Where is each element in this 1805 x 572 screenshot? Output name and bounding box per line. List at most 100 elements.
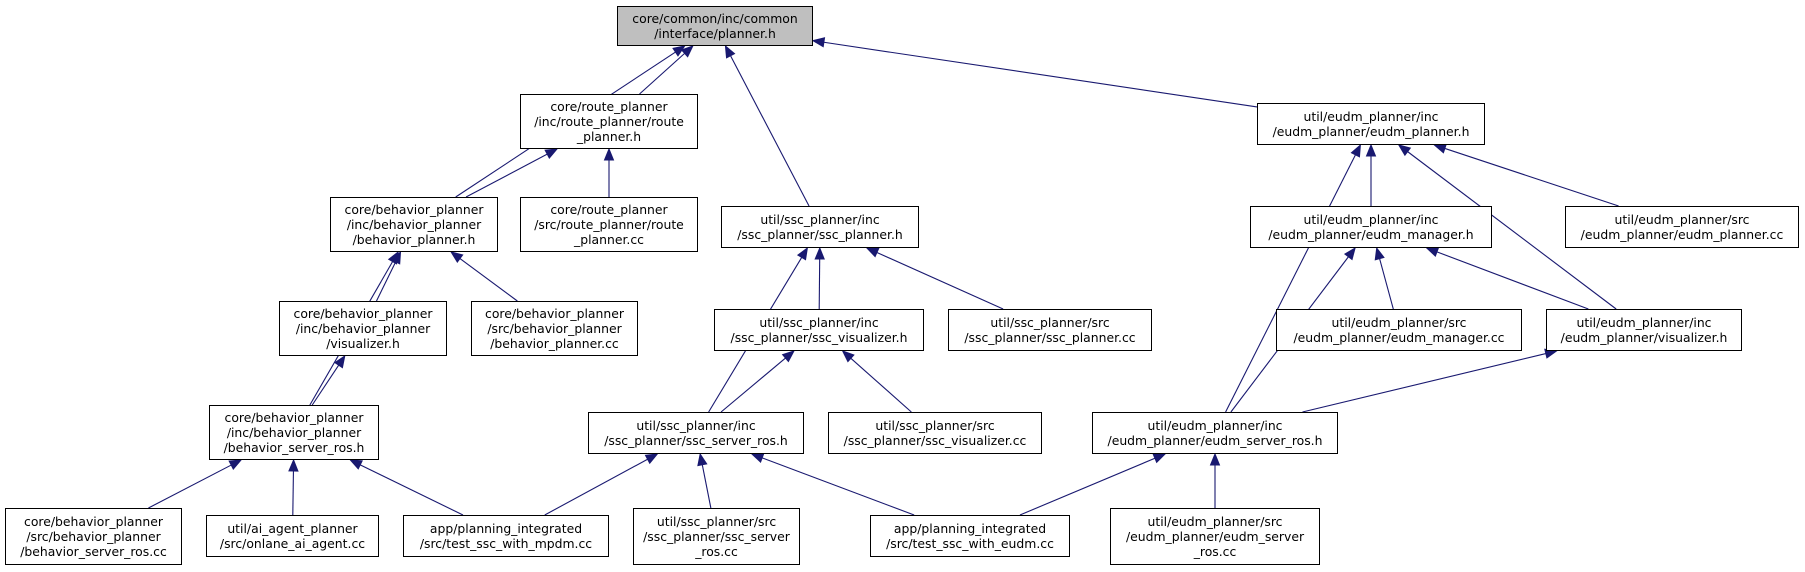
edge-test_ssc_with_eudm_cc-to-eudm_server_ros_h: [1019, 457, 1156, 516]
node-label-line: core/behavior_planner: [293, 306, 433, 321]
node-ssc-visualizer-cc[interactable]: util/ssc_planner/src/ssc_planner/ssc_vis…: [828, 412, 1042, 454]
node-label-line: /eudm_planner/eudm_server: [1125, 529, 1305, 544]
node-behavior-planner-h[interactable]: core/behavior_planner/inc/behavior_plann…: [330, 197, 498, 252]
arrowhead-icon: [1374, 246, 1385, 261]
node-label-line: util/ssc_planner/src: [656, 514, 777, 529]
node-label-line: core/behavior_planner: [224, 410, 364, 425]
node-label-line: /behavior_server_ros.h: [223, 440, 365, 455]
node-label-line: core/behavior_planner: [24, 514, 163, 529]
node-label-line: /inc/route_planner/route: [534, 114, 684, 129]
arrowhead-icon: [680, 45, 694, 58]
node-route-planner-cc[interactable]: core/route_planner/src/route_planner/rou…: [520, 197, 698, 252]
arrowhead-icon: [1209, 452, 1221, 466]
edge-behavior_server_ros_h-to-bp_visualizer_h: [311, 364, 340, 406]
node-label-line: core/behavior_planner: [344, 202, 484, 217]
node-label-line: /src/behavior_planner: [26, 529, 161, 544]
node-label-line: util/ssc_planner/inc: [760, 212, 880, 227]
node-eudm-manager-cc[interactable]: util/eudm_planner/src/eudm_planner/eudm_…: [1276, 309, 1522, 351]
arrowhead-icon: [1343, 246, 1356, 261]
node-label-line: core/route_planner: [550, 99, 668, 114]
edge-ssc_planner_cc-to-ssc_planner_h: [876, 251, 1004, 310]
arrowhead-icon: [228, 459, 243, 470]
node-label-line: util/eudm_planner/src: [1331, 315, 1467, 330]
arrowhead-icon: [1425, 247, 1440, 257]
edge-behavior_planner_h-to-route_planner_h: [465, 153, 548, 198]
arrowhead-icon: [644, 453, 659, 465]
node-label-line: util/eudm_planner/inc: [1147, 418, 1283, 433]
node-label-line: /src/test_ssc_with_eudm.cc: [886, 536, 1054, 551]
edge-bp_visualizer_h-to-behavior_planner_h: [375, 261, 397, 302]
edge-behavior_planner_cc-to-behavior_planner_h: [459, 258, 518, 302]
node-label-line: util/ssc_planner/inc: [759, 315, 879, 330]
edge-eudm_visualizer_h-to-eudm_planner_h: [1407, 151, 1617, 310]
edge-ssc_server_ros_cc-to-ssc_server_ros_h: [701, 464, 712, 509]
node-label-line: /inc/behavior_planner: [226, 425, 362, 440]
arrowhead-icon: [544, 148, 559, 160]
node-route-planner-h[interactable]: core/route_planner/inc/route_planner/rou…: [520, 94, 698, 149]
node-behavior-planner-cc[interactable]: core/behavior_planner/src/behavior_plann…: [471, 301, 638, 356]
node-planner-h[interactable]: core/common/inc/common/interface/planner…: [617, 6, 813, 46]
node-eudm-server-ros-cc[interactable]: util/eudm_planner/src/eudm_planner/eudm_…: [1110, 508, 1320, 565]
node-label-line: util/ssc_planner/src: [990, 315, 1110, 330]
arrowhead-icon: [697, 452, 708, 467]
node-label-line: /src/onlane_ai_agent.cc: [219, 536, 366, 551]
arrowhead-icon: [672, 45, 686, 57]
node-eudm-planner-cc[interactable]: util/eudm_planner/src/eudm_planner/eudm_…: [1565, 206, 1799, 248]
arrowhead-icon: [1152, 453, 1167, 464]
node-label-line: util/eudm_planner/src: [1147, 514, 1283, 529]
edge-test_ssc_with_mpdm_cc-to-ssc_server_ros_h: [544, 458, 648, 516]
node-test-ssc-with-mpdm-cc[interactable]: app/planning_integrated/src/test_ssc_wit…: [403, 515, 609, 557]
arrowhead-icon: [841, 350, 855, 363]
node-bp-visualizer-h[interactable]: core/behavior_planner/inc/behavior_plann…: [279, 301, 447, 356]
node-ssc-planner-cc[interactable]: util/ssc_planner/src/ssc_planner/ssc_pla…: [948, 309, 1152, 351]
node-test-ssc-with-eudm-cc[interactable]: app/planning_integrated/src/test_ssc_wit…: [870, 515, 1070, 557]
node-eudm-visualizer-h[interactable]: util/eudm_planner/inc/eudm_planner/visua…: [1546, 309, 1742, 351]
arrowhead-icon: [865, 247, 880, 258]
arrowhead-icon: [334, 354, 346, 369]
node-label-line: util/eudm_planner/inc: [1303, 109, 1439, 124]
node-label-line: /eudm_planner/eudm_planner.h: [1272, 124, 1470, 139]
edge-test_ssc_with_mpdm_cc-to-behavior_server_ros_h: [359, 464, 464, 516]
node-ssc-planner-h[interactable]: util/ssc_planner/inc/ssc_planner/ssc_pla…: [721, 206, 919, 248]
arrowhead-icon: [450, 251, 464, 264]
edge-eudm_planner_h-to-planner_h: [823, 41, 1258, 108]
node-label-line: util/eudm_planner/inc: [1303, 212, 1439, 227]
node-onlane-ai-agent-cc[interactable]: util/ai_agent_planner/src/onlane_ai_agen…: [206, 515, 379, 557]
arrowhead-icon: [387, 250, 399, 265]
node-label-line: /src/behavior_planner: [487, 321, 622, 336]
arrowhead-icon: [1365, 143, 1377, 157]
node-label-line: core/behavior_planner: [485, 306, 624, 321]
node-eudm-server-ros-h[interactable]: util/eudm_planner/inc/eudm_planner/eudm_…: [1092, 412, 1338, 454]
node-label-line: util/eudm_planner/src: [1614, 212, 1750, 227]
node-label-line: /eudm_planner/eudm_planner.cc: [1580, 227, 1784, 242]
node-ssc-server-ros-cc[interactable]: util/ssc_planner/src/ssc_planner/ssc_ser…: [633, 508, 800, 565]
node-label-line: /interface/planner.h: [654, 26, 776, 41]
arrowhead-icon: [288, 458, 299, 472]
node-label-line: /ssc_planner/ssc_visualizer.h: [730, 330, 908, 345]
arrowhead-icon: [750, 453, 765, 463]
node-eudm-manager-h[interactable]: util/eudm_planner/inc/eudm_planner/eudm_…: [1250, 206, 1492, 248]
edge-ssc_planner_h-to-planner_h: [730, 55, 810, 207]
node-label-line: /src/route_planner/route: [534, 217, 684, 232]
node-ssc-server-ros-h[interactable]: util/ssc_planner/inc/ssc_planner/ssc_ser…: [588, 412, 804, 454]
edge-behavior_server_ros_cc-to-behavior_server_ros_h: [148, 464, 232, 509]
node-behavior-server-ros-cc[interactable]: core/behavior_planner/src/behavior_plann…: [5, 508, 182, 565]
edge-ssc_server_ros_h-to-ssc_visualizer_h: [720, 357, 786, 413]
node-label-line: /src/test_ssc_with_mpdm.cc: [419, 536, 593, 551]
node-label-line: util/ssc_planner/inc: [636, 418, 756, 433]
node-label-line: /inc/behavior_planner: [295, 321, 431, 336]
node-ssc-visualizer-h[interactable]: util/ssc_planner/inc/ssc_planner/ssc_vis…: [714, 309, 924, 351]
arrowhead-icon: [814, 246, 825, 260]
node-label-line: /behavior_planner.cc: [490, 336, 619, 351]
edge-eudm_planner_cc-to-eudm_planner_h: [1444, 147, 1619, 207]
node-behavior-server-ros-h[interactable]: core/behavior_planner/inc/behavior_plann…: [209, 405, 379, 460]
node-eudm-planner-h[interactable]: util/eudm_planner/inc/eudm_planner/eudm_…: [1257, 103, 1485, 145]
node-label-line: /visualizer.h: [326, 336, 400, 351]
edge-route_planner_h-to-planner_h: [639, 52, 685, 95]
node-label-line: app/planning_integrated: [893, 521, 1047, 536]
arrowhead-icon: [1397, 144, 1412, 157]
arrowhead-icon: [781, 350, 795, 363]
arrowhead-icon: [1433, 143, 1447, 154]
node-label-line: util/ai_agent_planner: [227, 521, 358, 536]
